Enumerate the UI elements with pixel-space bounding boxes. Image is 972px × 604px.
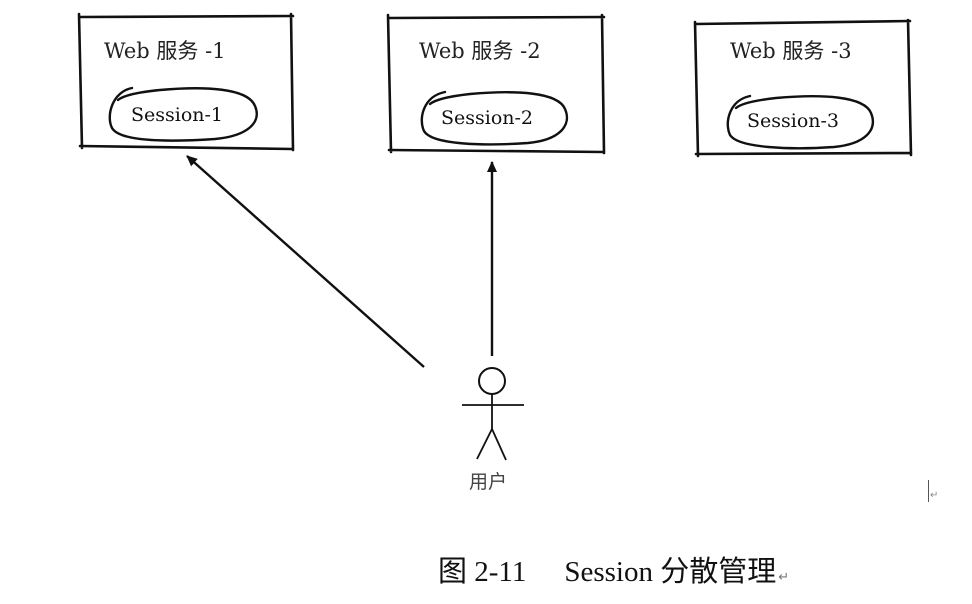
session-label-2: Session-2 [441, 107, 533, 129]
server-box-1-border [77, 12, 295, 152]
server-box-3: Web 服务 -3 Session-3 [693, 18, 913, 158]
user-head [478, 367, 506, 395]
session-label-3: Session-3 [747, 110, 839, 132]
session-loop-3 [726, 94, 874, 150]
cursor-bar [928, 480, 929, 502]
user-legs [476, 426, 507, 461]
user-actor: 用户 [462, 367, 524, 493]
server-box-2: Web 服务 -2 Session-2 [386, 13, 606, 155]
server-box-3-border [693, 18, 913, 158]
server-box-1: Web 服务 -1 Session-1 [77, 12, 295, 152]
session-loop-2 [420, 90, 569, 146]
paragraph-mark-icon: ↵ [778, 569, 790, 584]
server-title-1: Web 服务 -1 [104, 39, 226, 63]
caption-title: Session 分散管理 [564, 556, 777, 588]
paragraph-mark-icon: ↵ [930, 490, 939, 501]
server-title-3: Web 服务 -3 [730, 39, 852, 63]
text-cursor: ↵ [926, 480, 938, 506]
figure-caption: 图 2-11 Session 分散管理↵ [438, 548, 789, 590]
server-title-2: Web 服务 -2 [419, 39, 541, 63]
session-loop-1 [108, 86, 258, 142]
arrow-to-server-1 [186, 155, 425, 368]
session-label-1: Session-1 [131, 104, 223, 126]
server-box-2-border [386, 13, 606, 155]
user-label: 用户 [469, 471, 507, 493]
caption-number: 图 2-11 [438, 556, 527, 588]
